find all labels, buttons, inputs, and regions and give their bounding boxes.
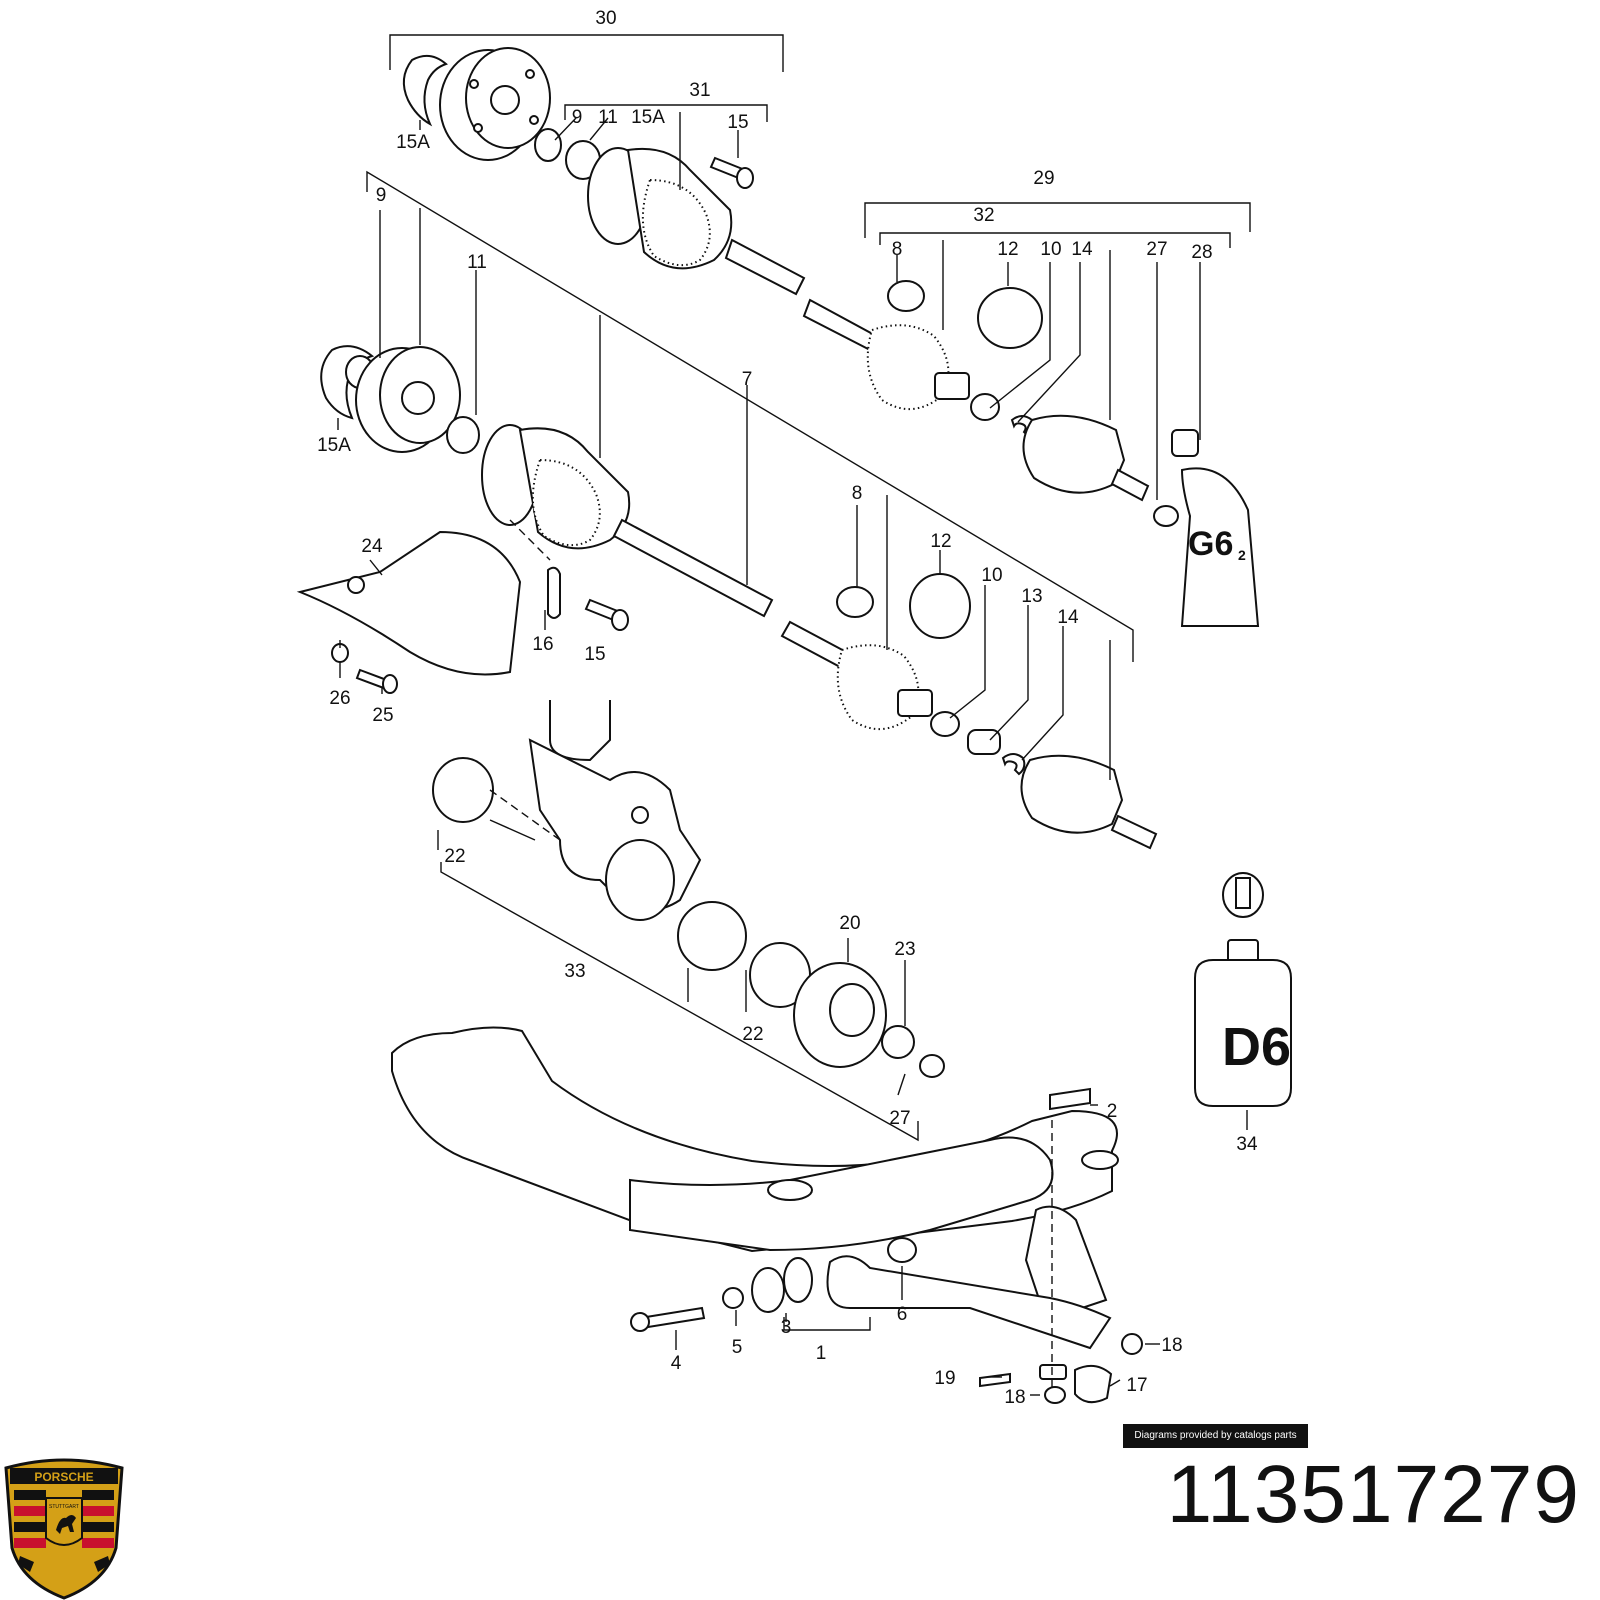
label-15: 15 [727,112,748,133]
tube-label-sub: 2 [1238,547,1246,563]
leader-lines [337,112,1248,1396]
label-17: 17 [1126,1375,1147,1396]
label-5: 5 [732,1337,743,1358]
label-11: 11 [467,252,487,273]
part-number: 113517279 [1166,1449,1580,1540]
label-15: 15 [584,644,605,665]
outer-cv-joint-upper [1022,414,1179,527]
label-27: 27 [1146,239,1167,260]
label-23: 23 [894,939,915,960]
label-8: 8 [892,239,903,260]
label-26: 26 [329,688,350,709]
label-25: 25 [372,705,393,726]
washer-11-lower [446,416,480,454]
label-22: 22 [742,1024,763,1045]
splash-guard-24 [296,530,522,694]
subframe [391,1026,1119,1322]
label-2: 2 [1107,1101,1118,1122]
grease-tube-g6: G6 2 [1171,429,1260,627]
label-24: 24 [361,536,383,557]
label-22: 22 [444,846,465,867]
label-18: 18 [1004,1387,1025,1408]
bolt-15-upper [709,156,754,189]
label-15a: 15A [631,107,665,128]
label-14: 14 [1071,239,1093,260]
group-brackets [366,34,1251,1331]
label-9: 9 [376,185,387,206]
label-18: 18 [1161,1335,1182,1356]
clamp-12-lower [909,573,971,639]
washer-10-lower [930,711,960,737]
washer-10-upper [970,393,1000,421]
label-31: 31 [689,80,710,101]
driveshaft-upper [587,147,970,411]
label-8: 8 [852,483,863,504]
diagram-credit: Diagrams provided by catalogs parts [1123,1424,1308,1448]
label-12: 12 [930,531,951,552]
logo-top-text: PORSCHE [34,1470,93,1484]
wheel-bearing-housing [432,700,945,1078]
label-13: 13 [1021,586,1042,607]
label-3: 3 [781,1317,792,1338]
label-10: 10 [981,565,1002,586]
callout-labels: 30 31 15A 9 11 15A 15 29 32 8 12 10 14 2… [317,8,1258,1408]
spacer-13 [967,729,1001,755]
label-10: 10 [1040,239,1061,260]
label-33: 33 [564,961,585,982]
label-16: 16 [532,634,553,655]
label-11: 11 [598,107,618,128]
circlip-9-upper [534,128,562,162]
clamp-12-upper [977,287,1043,349]
plate-16 [547,566,561,619]
tube-label: G6 [1188,525,1233,563]
circlip-14-lower [1001,753,1026,776]
label-12: 12 [997,239,1018,260]
label-29: 29 [1033,168,1054,189]
cv-joint-upper [402,47,551,161]
label-4: 4 [671,1353,682,1374]
label-34: 34 [1236,1134,1258,1155]
logo-city-text: STUTTGART [49,1504,79,1510]
label-6: 6 [897,1304,908,1325]
label-7: 7 [742,369,753,390]
label-30: 30 [595,8,616,29]
label-32: 32 [973,205,994,226]
cv-joint-lower [320,345,461,453]
porsche-crest-logo: PORSCHE STUTTGART [4,1458,124,1600]
oil-bottle-d6: D6 [1194,872,1292,1107]
label-19: 19 [934,1368,955,1389]
label-15a: 15A [396,132,430,153]
outer-cv-joint-lower [1020,754,1158,850]
label-1: 1 [816,1343,827,1364]
bottle-label: D6 [1222,1017,1291,1077]
label-14: 14 [1057,607,1079,628]
label-20: 20 [839,913,860,934]
clamp-8-upper [887,280,925,312]
label-27: 27 [889,1108,910,1129]
label-15a: 15A [317,435,351,456]
bolt-15-lower [584,598,629,631]
control-arm [630,1237,1143,1404]
label-9: 9 [572,107,583,128]
driveshaft-7 [481,424,933,731]
label-28: 28 [1191,242,1212,263]
clamp-8-lower [836,586,874,618]
